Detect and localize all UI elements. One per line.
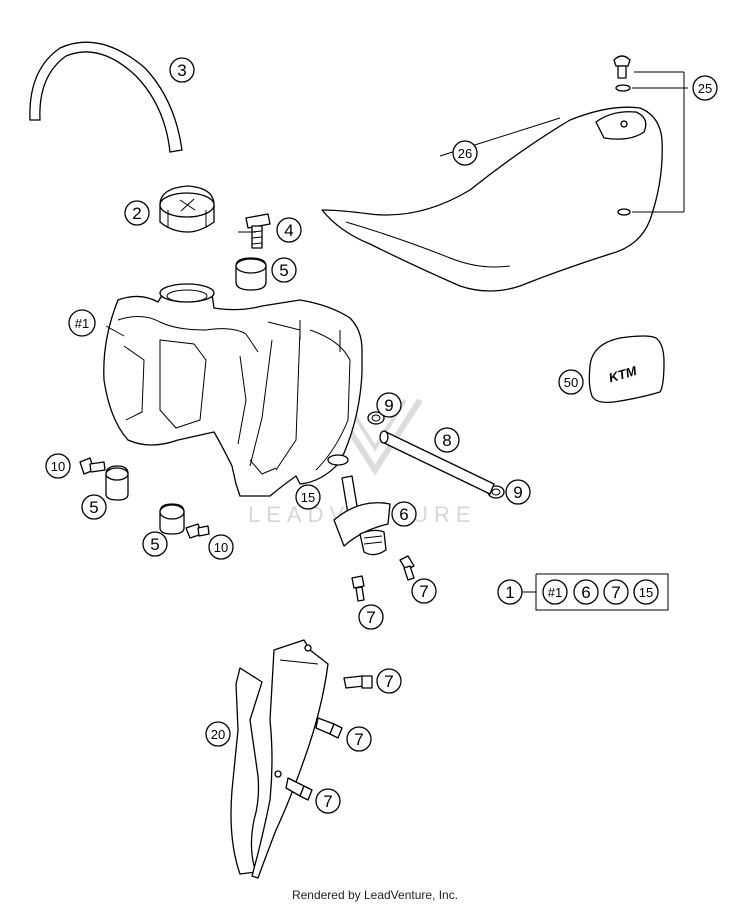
spacer-5-left [105,465,129,501]
svg-text:15: 15 [639,585,653,600]
svg-text:25: 25 [698,81,712,96]
screw-7-e [285,777,313,801]
callout-7-panel-low[interactable]: 7 [315,788,341,814]
hose-clamp-top [367,411,385,425]
callout-6[interactable]: 6 [391,501,417,527]
callout-2[interactable]: 2 [124,200,150,226]
kit-item-1[interactable]: #1 [542,579,568,605]
breather-hose [29,41,183,153]
svg-text:2: 2 [132,204,141,223]
seat-screw [613,55,631,92]
callout-10-lower[interactable]: 10 [208,534,234,560]
svg-text:9: 9 [513,483,522,502]
bolt-10-left [79,457,106,475]
footer-credit: Rendered by LeadVenture, Inc. [291,888,459,902]
screw-7-d [315,717,343,739]
fuel-hose [379,430,495,495]
callout-8[interactable]: 8 [434,427,460,453]
svg-text:5: 5 [89,498,98,517]
spacer-5-lower [159,503,185,535]
kit-item-7[interactable]: 7 [603,579,629,605]
callout-tank-1[interactable]: #1 [68,309,96,337]
callout-50[interactable]: 50 [558,369,584,395]
callout-15[interactable]: 15 [295,484,321,510]
callout-7-tap-right[interactable]: 7 [411,578,437,604]
svg-text:9: 9 [384,396,393,415]
o-ring [327,454,349,466]
svg-text:1: 1 [505,583,514,602]
ktm-decal: KTM [588,335,665,404]
svg-text:15: 15 [301,490,315,505]
fuel-cap [159,185,215,233]
svg-text:7: 7 [384,672,393,691]
callout-7-panel-mid[interactable]: 7 [346,726,372,752]
screw-7-a [399,555,415,581]
fuel-tap [333,475,391,556]
svg-text:26: 26 [458,146,472,161]
callout-5-lower[interactable]: 5 [142,531,168,557]
svg-text:8: 8 [442,431,451,450]
seat [321,106,663,292]
svg-text:10: 10 [214,540,228,555]
svg-text:7: 7 [419,582,428,601]
spacer-5-top [235,257,267,291]
callout-1[interactable]: 1 [497,579,523,605]
fuel-tank [103,283,363,497]
svg-text:6: 6 [399,505,408,524]
callout-7-panel-top[interactable]: 7 [376,668,402,694]
svg-text:3: 3 [177,61,186,80]
svg-text:#1: #1 [548,585,562,600]
kit-item-15[interactable]: 15 [633,579,659,605]
svg-text:#1: #1 [75,316,89,331]
side-panel [230,639,329,879]
callout-9-right[interactable]: 9 [505,479,531,505]
svg-text:20: 20 [211,727,225,742]
svg-text:7: 7 [323,792,332,811]
svg-text:7: 7 [366,608,375,627]
svg-text:7: 7 [611,583,620,602]
callout-5-top[interactable]: 5 [271,257,297,283]
bolt-10-lower [185,523,210,539]
callout-26[interactable]: 26 [452,140,478,166]
callout-4[interactable]: 4 [276,217,302,243]
bolt-4 [245,213,271,249]
callout-3[interactable]: 3 [169,57,195,83]
callout-9-top[interactable]: 9 [376,392,402,418]
svg-text:5: 5 [279,261,288,280]
callout-25[interactable]: 25 [692,75,718,101]
svg-text:7: 7 [354,730,363,749]
screw-7-b [351,575,365,602]
screw-7-c [343,675,373,689]
callout-10-left[interactable]: 10 [45,453,71,479]
callout-20[interactable]: 20 [205,721,231,747]
callout-7-tap-below[interactable]: 7 [358,604,384,630]
svg-text:4: 4 [284,221,293,240]
kit-item-6[interactable]: 6 [573,579,599,605]
svg-text:50: 50 [564,375,578,390]
svg-text:6: 6 [581,583,590,602]
callout-5-left[interactable]: 5 [81,494,107,520]
svg-text:5: 5 [150,535,159,554]
svg-text:10: 10 [51,459,65,474]
